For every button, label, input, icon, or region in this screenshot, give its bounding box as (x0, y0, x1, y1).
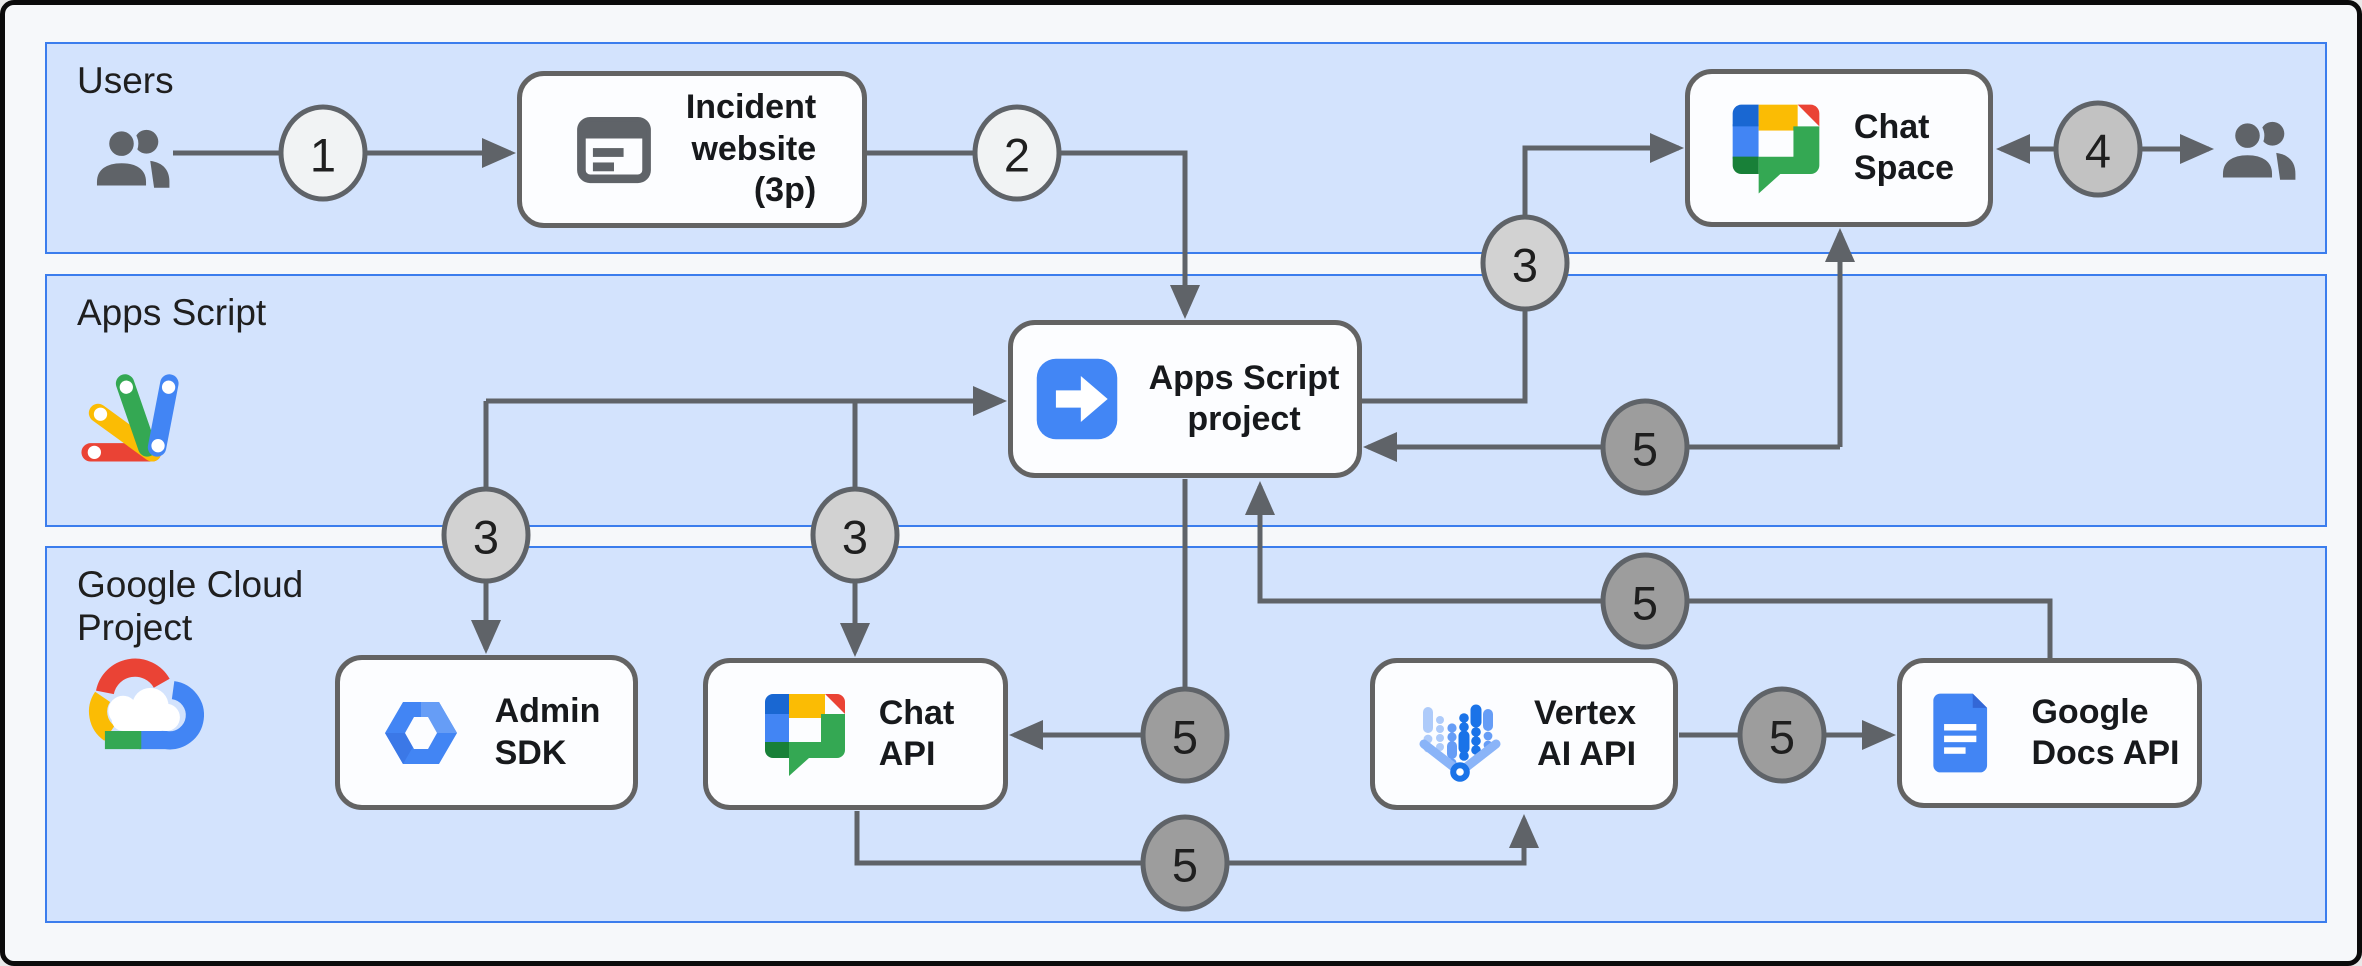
band-gcp-label: Google Cloud Project (77, 564, 304, 648)
node-chat-api: Chat API (703, 658, 1008, 810)
google-docs-icon (1933, 693, 1988, 773)
node-vertex-ai-api: Vertex AI API (1370, 658, 1678, 810)
admin-sdk-icon (384, 701, 457, 764)
apps-script-logo-icon (81, 374, 179, 462)
users-icon (92, 126, 170, 191)
node-chat-space: Chat Space (1685, 69, 1993, 227)
google-chat-icon (764, 694, 845, 776)
node-label: Admin SDK (494, 692, 601, 772)
node-incident-website: Incident website (3p) (517, 71, 867, 228)
node-label: Chat Space (1853, 107, 1955, 187)
google-cloud-logo-icon (88, 658, 204, 750)
article-icon (576, 116, 651, 183)
node-label: Chat API (878, 693, 955, 773)
node-label: Incident website (3p) (685, 88, 817, 210)
vertex-ai-icon (1419, 704, 1501, 782)
node-label: Apps Script project (1148, 358, 1340, 438)
node-label: Vertex AI API (1533, 693, 1637, 773)
node-admin-sdk: Admin SDK (335, 655, 638, 810)
google-chat-icon (1732, 104, 1820, 194)
node-apps-script-project: Apps Script project (1008, 320, 1362, 478)
band-apps-script-label: Apps Script (77, 292, 267, 333)
band-users-label: Users (77, 60, 174, 101)
node-google-docs-api: Google Docs API (1897, 658, 2202, 808)
node-label: Google Docs API (2031, 692, 2180, 772)
apps-script-project-icon (1036, 358, 1117, 440)
users-icon (2218, 118, 2296, 183)
